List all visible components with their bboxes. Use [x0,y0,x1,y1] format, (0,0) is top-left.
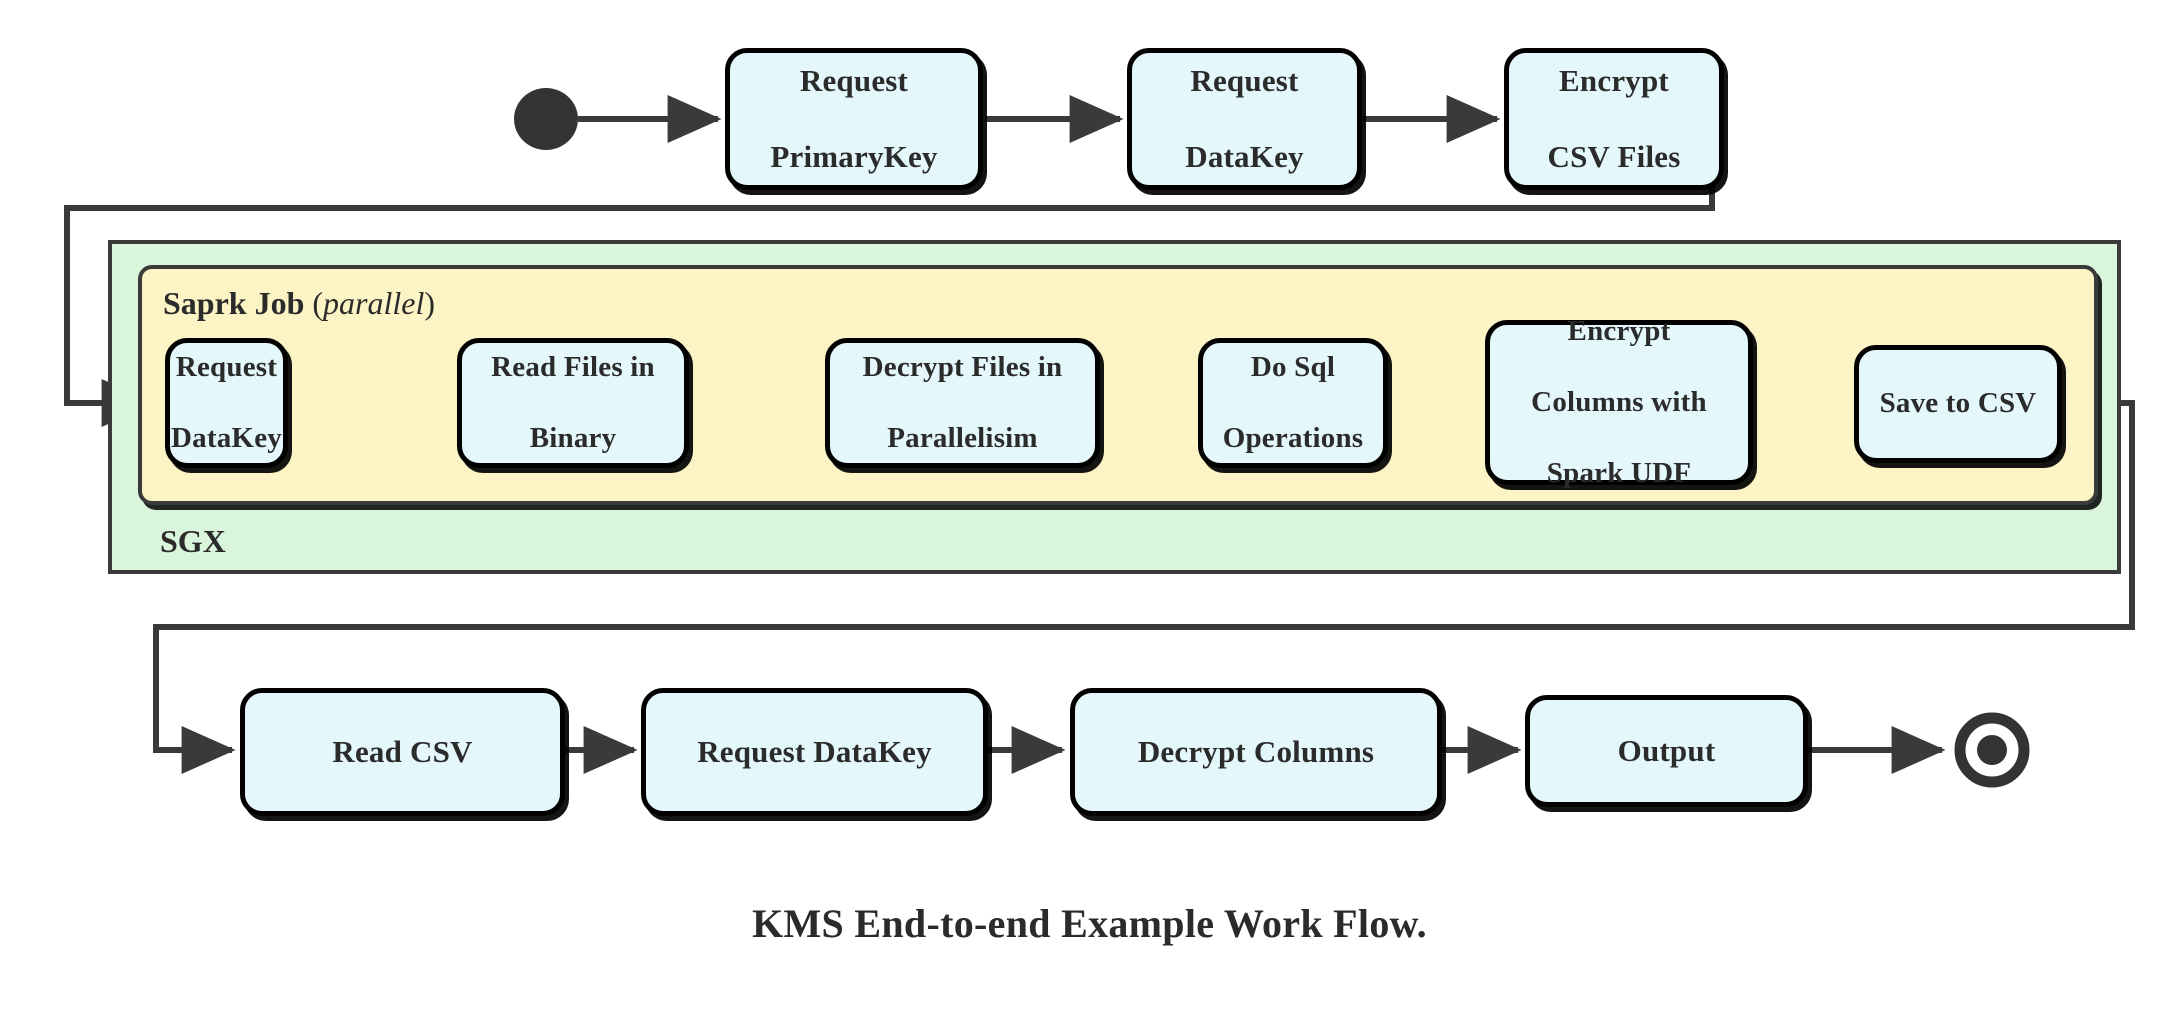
node-label: Decrypt Columns [1137,734,1375,770]
caption-text: KMS End-to-end Example Work Flow. [752,901,1427,946]
node-request-primarykey[interactable]: Request PrimaryKey [725,48,983,190]
node-label: Encrypt Columns with Spark UDF [1531,315,1707,489]
node-read-files-in-binary[interactable]: Read Files in Binary [457,338,689,468]
spark-job-label-paren-open: ( [312,285,324,321]
node-encrypt-columns-with-spark-udf[interactable]: Encrypt Columns with Spark UDF [1485,315,1753,489]
node-request-datakey-bottom[interactable]: Request DataKey [641,688,988,816]
spark-job-container-label: Saprk Job (parallel) [163,285,435,322]
node-label: Save to CSV [1879,387,2037,420]
node-label: Request DataKey [171,350,282,454]
node-label: Request PrimaryKey [770,63,938,174]
node-encrypt-csv-files[interactable]: Encrypt CSV Files [1504,48,1724,190]
node-request-datakey-spark[interactable]: Request DataKey [165,338,288,468]
node-label: Read CSV [332,734,473,770]
sgx-label-text: SGX [160,523,226,559]
spark-job-label-paren-close: ) [424,285,436,321]
spark-job-label-italic: parallel [323,285,425,321]
start-node [514,88,578,150]
node-label: Output [1617,733,1716,769]
node-save-to-csv[interactable]: Save to CSV [1854,345,2062,463]
node-label: Do Sql Operations [1222,350,1364,454]
node-decrypt-columns[interactable]: Decrypt Columns [1070,688,1442,816]
node-label: Request DataKey [697,734,932,770]
node-label: Encrypt CSV Files [1547,63,1681,174]
sgx-container-label: SGX [160,523,226,560]
end-node-outer-ring [1954,712,2030,788]
node-do-sql-operations[interactable]: Do Sql Operations [1198,338,1388,468]
spark-job-label-main: Saprk Job [163,285,305,321]
node-request-datakey-top[interactable]: Request DataKey [1127,48,1362,190]
node-output[interactable]: Output [1525,695,1808,807]
node-label: Request DataKey [1185,63,1304,174]
node-label: Decrypt Files in Parallelisim [862,350,1063,454]
diagram-caption: KMS End-to-end Example Work Flow. [0,900,2179,947]
node-decrypt-files-in-parallelisim[interactable]: Decrypt Files in Parallelisim [825,338,1100,468]
end-node-inner-dot [1977,735,2007,765]
node-label: Read Files in Binary [491,350,655,454]
node-read-csv[interactable]: Read CSV [240,688,565,816]
